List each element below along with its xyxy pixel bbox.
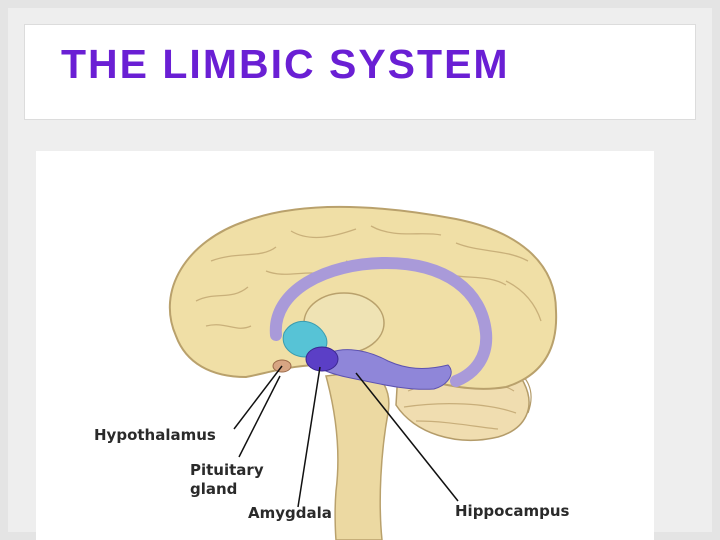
title-box: THE LIMBIC SYSTEM <box>24 24 696 120</box>
leader-hippocampus <box>355 372 459 502</box>
leader-pituitary <box>238 375 281 458</box>
label-hypothalamus: Hypothalamus <box>94 426 216 444</box>
label-pituitary-line1: Pituitary <box>190 461 264 479</box>
leader-amygdala <box>297 366 321 508</box>
limbic-arc <box>269 256 493 387</box>
leader-hypothalamus <box>233 365 283 430</box>
amygdala <box>305 346 339 372</box>
brainstem <box>325 370 390 540</box>
hippocampus <box>315 349 452 390</box>
brain-diagram: Hypothalamus Pituitary gland Amygdala Hi… <box>36 151 654 540</box>
label-pituitary-line2: gland <box>190 480 238 498</box>
slide-title: THE LIMBIC SYSTEM <box>61 41 510 87</box>
label-hippocampus: Hippocampus <box>455 502 570 520</box>
label-amygdala: Amygdala <box>248 504 332 522</box>
brain-illustration <box>168 205 558 540</box>
